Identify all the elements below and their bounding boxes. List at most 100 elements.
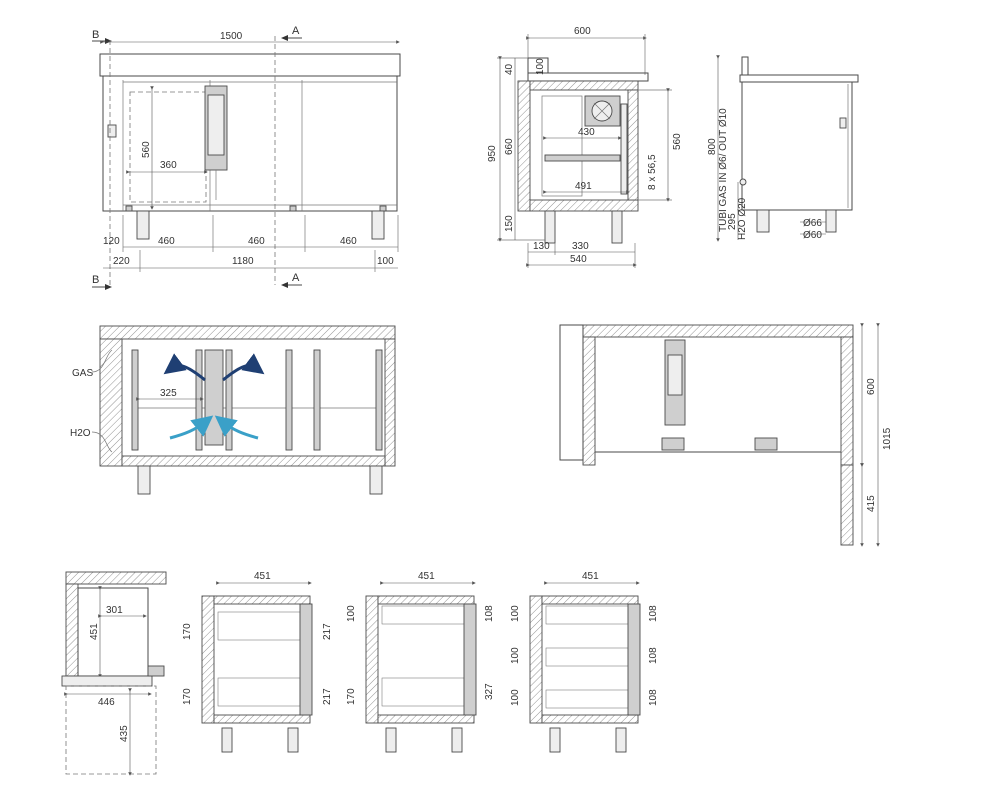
dc3-leg-right bbox=[451, 727, 463, 753]
dc4-wall-top bbox=[541, 595, 639, 605]
side-wall-back bbox=[517, 80, 531, 212]
h2o-leader bbox=[91, 431, 113, 453]
side-countertop bbox=[527, 72, 649, 82]
dc4-wall-bottom bbox=[541, 714, 639, 724]
dia-60-label: Ø60 bbox=[803, 230, 822, 241]
inner-cavity bbox=[541, 95, 583, 197]
dd-handle bbox=[147, 665, 165, 677]
plan-evaporator bbox=[204, 349, 224, 446]
dim-shelf-depth-label: 430 bbox=[578, 127, 595, 138]
dd-base bbox=[61, 675, 153, 687]
dim-overall-width-label: 1500 bbox=[220, 31, 243, 42]
splan-wall-left bbox=[582, 336, 596, 466]
dim-leg-h-label: 150 bbox=[504, 215, 515, 232]
dc4-drawer-3 bbox=[545, 689, 629, 709]
dc4-drawer-2 bbox=[545, 647, 629, 667]
dc2-face-lower-label: 217 bbox=[322, 688, 333, 705]
elev-connector bbox=[739, 178, 747, 186]
shelf-rack bbox=[620, 103, 628, 195]
dc2-face-upper-label: 217 bbox=[322, 623, 333, 640]
elev-leg bbox=[756, 209, 770, 233]
dc3-face-upper-label: 108 bbox=[484, 605, 495, 622]
plan-rail-5 bbox=[313, 349, 321, 451]
splan-wall-right bbox=[840, 336, 854, 466]
elev-handle bbox=[839, 117, 847, 129]
dc2-d-upper-label: 170 bbox=[182, 623, 193, 640]
drawer-config-3: 451 100 170 108 327 bbox=[346, 571, 495, 753]
dim-dd-width-label: 446 bbox=[98, 697, 115, 708]
dim-leg-offset-label: 130 bbox=[533, 241, 550, 252]
splan-compressor-box bbox=[559, 324, 584, 461]
side-top-ledge bbox=[527, 57, 549, 74]
dim-dd-inner-height-label: 451 bbox=[89, 623, 100, 640]
dc2-front bbox=[299, 603, 313, 716]
dim-h2o-height-label: 295 bbox=[727, 213, 738, 230]
plan-wall-top bbox=[99, 325, 396, 340]
hinge-1 bbox=[125, 205, 133, 212]
airflow-out-right bbox=[222, 353, 265, 382]
dc4-face2-label: 108 bbox=[648, 647, 659, 664]
side-plan-view: 1015 600 415 bbox=[559, 323, 893, 547]
section-a-bottom-label: A bbox=[292, 272, 300, 284]
airflow-in-right bbox=[214, 415, 259, 440]
dc2-wall-top bbox=[213, 595, 311, 605]
plan-rail-2 bbox=[195, 349, 203, 451]
plan-rail-6 bbox=[375, 349, 383, 451]
countertop bbox=[99, 53, 401, 77]
splan-evap-core bbox=[667, 354, 683, 396]
splan-wall-top bbox=[582, 324, 854, 338]
dc3-front bbox=[463, 603, 477, 716]
dd-extended-outline bbox=[65, 685, 157, 775]
side-leg-back bbox=[611, 210, 623, 244]
h2o-label: H2O Ø20 bbox=[737, 197, 748, 240]
section-b-top-label: B bbox=[92, 29, 99, 41]
hinge-2 bbox=[289, 205, 297, 212]
elev-leg-2 bbox=[825, 209, 837, 233]
dim-left-margin-label: 220 bbox=[113, 256, 130, 267]
dim-right-margin-label: 100 bbox=[377, 256, 394, 267]
plan-leg-right bbox=[369, 465, 383, 495]
splan-tray-2 bbox=[754, 437, 778, 451]
dc2-drawer-upper bbox=[217, 611, 301, 641]
dd-wall-top bbox=[65, 571, 167, 585]
airflow-in-left bbox=[169, 415, 214, 440]
hinge-3 bbox=[379, 205, 387, 212]
section-a-top-arrow bbox=[281, 35, 288, 41]
dc2-drawer-lower bbox=[217, 677, 301, 707]
airflow-out-left bbox=[163, 353, 206, 382]
dc2-leg-left bbox=[221, 727, 233, 753]
dc4-d3-label: 100 bbox=[510, 689, 521, 706]
section-b-bottom-arrow bbox=[105, 284, 112, 290]
dc4-drawer-1 bbox=[545, 605, 629, 625]
gas-label: GAS bbox=[72, 368, 93, 379]
dim-top-gap-label: 40 bbox=[504, 63, 515, 75]
dc4-face1-label: 108 bbox=[648, 605, 659, 622]
dc3-wall-bottom bbox=[377, 714, 475, 724]
dim-inner-depth-label: 491 bbox=[575, 181, 592, 192]
side-elevation-view: 800 TUBI GAS IN Ø6/ OUT Ø10 295 H2O Ø20 … bbox=[707, 55, 859, 242]
section-b-top-arrow bbox=[105, 38, 112, 44]
dim-inner-width-label: 360 bbox=[160, 160, 177, 171]
dc4-front bbox=[627, 603, 641, 716]
dc2-wall-left bbox=[201, 595, 215, 724]
dc4-leg-left bbox=[549, 727, 561, 753]
evaporator-tray bbox=[544, 154, 621, 162]
dc4-d2-label: 100 bbox=[510, 647, 521, 664]
dim-leg-span-label: 330 bbox=[572, 241, 589, 252]
dia-66-label: Ø66 bbox=[803, 218, 822, 229]
dc4-face3-label: 108 bbox=[648, 689, 659, 706]
plan-rail-4 bbox=[285, 349, 293, 451]
front-handle bbox=[107, 124, 117, 138]
dc4-leg-right bbox=[615, 727, 627, 753]
dc3-d-upper-label: 100 bbox=[346, 605, 357, 622]
dc2-leg-right bbox=[287, 727, 299, 753]
leg-left bbox=[136, 210, 150, 240]
h2o-plan-label: H2O bbox=[70, 428, 91, 439]
gas-leader bbox=[91, 349, 113, 373]
dc4-d1-label: 100 bbox=[510, 605, 521, 622]
drawer-detail-view: 301 451 446 435 bbox=[61, 571, 167, 776]
dc3-d-lower-label: 170 bbox=[346, 688, 357, 705]
elev-upstand bbox=[741, 56, 749, 76]
tube-label: TUBI GAS IN Ø6/ OUT Ø10 bbox=[718, 108, 729, 232]
dc3-leg-left bbox=[385, 727, 397, 753]
